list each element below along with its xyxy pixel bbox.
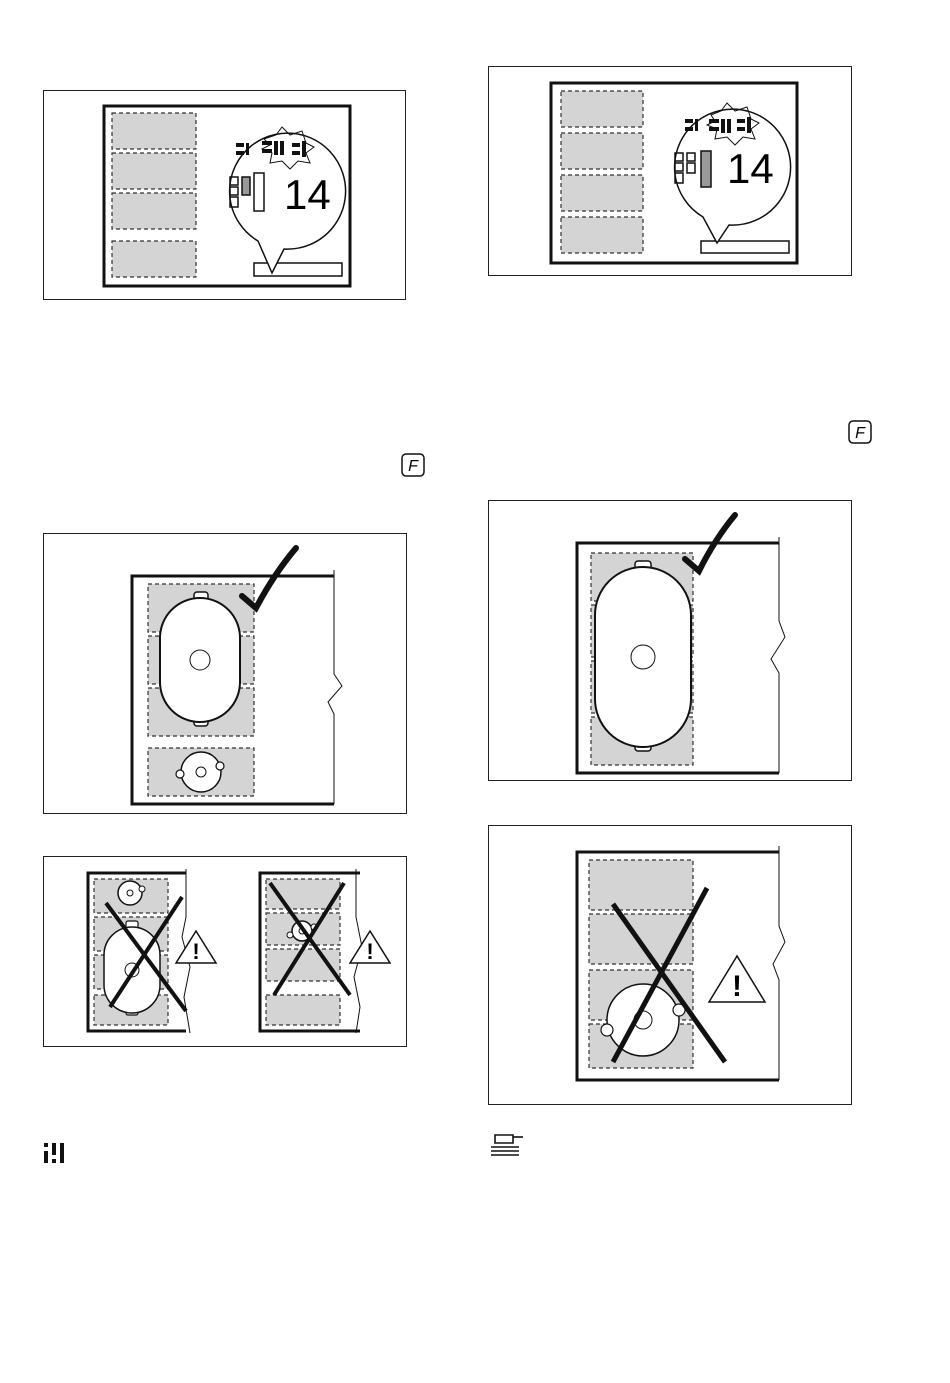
pot-on-zone-icon xyxy=(489,1131,525,1159)
correct-pan-placement-illustration xyxy=(44,534,408,815)
warning-icon: ! xyxy=(366,939,373,964)
display-figure-right: 14 xyxy=(488,66,852,276)
svg-text:F: F xyxy=(408,458,419,475)
bridge-correct-figure-left xyxy=(43,533,407,814)
display-digits: 14 xyxy=(727,145,774,192)
checkmark-icon xyxy=(242,548,296,608)
display-digits: 14 xyxy=(284,171,331,218)
bridge-zone-icon xyxy=(43,1141,67,1165)
wrong-pan-placement-illustration: ! ! xyxy=(44,857,408,1048)
bridge-correct-figure-right xyxy=(488,500,852,781)
f-key-icon: F xyxy=(848,420,872,444)
hob-display-illustration: 14 xyxy=(44,91,407,301)
correct-pan-placement-illustration xyxy=(489,501,853,782)
wrong-pan-placement-illustration: ! xyxy=(489,826,853,1106)
display-figure-left: 14 xyxy=(43,90,406,300)
warning-icon: ! xyxy=(192,939,199,964)
f-key-icon: F xyxy=(401,453,425,477)
svg-text:F: F xyxy=(855,425,866,442)
warning-icon: ! xyxy=(732,970,742,1003)
hob-display-illustration: 14 xyxy=(489,67,853,277)
bridge-wrong-figure-right: ! xyxy=(488,825,852,1105)
bridge-wrong-figure-left: ! ! xyxy=(43,856,407,1047)
